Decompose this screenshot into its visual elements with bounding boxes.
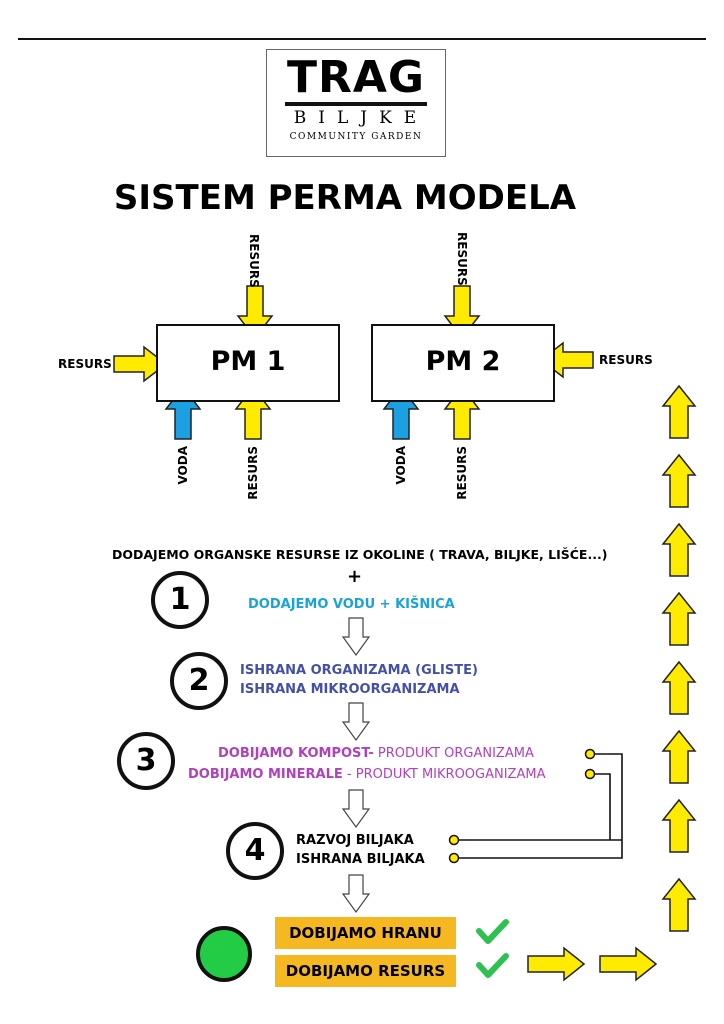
outcome-green-circle bbox=[196, 926, 252, 982]
page-title: SISTEM PERMA MODELA bbox=[113, 178, 577, 218]
pm1-box: PM 1 bbox=[156, 324, 340, 402]
step3-line1: DOBIJAMO KOMPOST- PRODUKT ORGANIZAMA bbox=[218, 743, 534, 765]
return-arrow-6 bbox=[661, 729, 697, 784]
step3-line2-bold: DOBIJAMO MINERALE bbox=[188, 767, 343, 782]
logo-title: TRAG bbox=[286, 52, 426, 103]
step1-line1: DODAJEMO ORGANSKE RESURSE IZ OKOLINE ( T… bbox=[112, 547, 608, 562]
flow-arrow-2 bbox=[341, 702, 371, 742]
step4-line1: RAZVOJ BILJAKA bbox=[296, 833, 414, 848]
flow-arrow-4 bbox=[341, 874, 371, 914]
step2-line2: ISHRANA MIKROORGANIZAMA bbox=[240, 682, 460, 697]
pm1-water-label: VODA bbox=[176, 446, 190, 485]
pm2-box: PM 2 bbox=[371, 324, 555, 402]
pm2-label: PM 2 bbox=[425, 346, 501, 377]
step4-line2: ISHRANA BILJAKA bbox=[296, 852, 425, 867]
pm2-side-label: RESURS bbox=[599, 353, 653, 367]
step2-number: 2 bbox=[170, 652, 228, 710]
return-arrow-4 bbox=[661, 591, 697, 646]
step4-number: 4 bbox=[226, 822, 284, 880]
pm1-label: PM 1 bbox=[210, 346, 286, 377]
bottom-right-arrow-2 bbox=[599, 946, 658, 982]
step3-line2-rest: - PRODUKT MIKROOGANIZAMA bbox=[342, 767, 546, 782]
outcome-resource-badge: DOBIJAMO RESURS bbox=[275, 955, 456, 987]
return-arrow-5 bbox=[661, 660, 697, 715]
return-arrow-8 bbox=[661, 877, 697, 932]
dot-development bbox=[448, 834, 460, 846]
step2-line1: ISHRANA ORGANIZAMA (GLISTE) bbox=[240, 663, 478, 678]
pm2-bottom-label: RESURS bbox=[455, 446, 469, 500]
step3-line1-bold: DOBIJAMO KOMPOST- bbox=[218, 746, 374, 761]
dot-minerals bbox=[584, 768, 596, 780]
step3-line2: DOBIJAMO MINERALE - PRODUKT MIKROOGANIZA… bbox=[188, 764, 545, 786]
connector-minerals bbox=[592, 773, 611, 840]
step3-number: 3 bbox=[117, 732, 175, 790]
connector-nutrition bbox=[456, 840, 623, 859]
pm2-top-label: RESURS bbox=[455, 232, 469, 286]
step3-line1-rest: PRODUKT ORGANIZAMA bbox=[373, 746, 534, 761]
logo-tagline: COMMUNITY GARDEN bbox=[289, 132, 423, 142]
return-arrow-1 bbox=[661, 384, 697, 439]
step1-number: 1 bbox=[151, 571, 209, 629]
dot-nutrition bbox=[448, 852, 460, 864]
pm1-bottom-label: RESURS bbox=[246, 446, 260, 500]
return-arrow-3 bbox=[661, 522, 697, 577]
flow-arrow-1 bbox=[341, 617, 371, 657]
check-food-icon bbox=[476, 919, 509, 944]
connector-compost bbox=[592, 753, 623, 840]
check-resource-icon bbox=[476, 953, 509, 978]
pm1-side-arrow bbox=[113, 345, 168, 383]
outcome-food-badge: DOBIJAMO HRANU bbox=[275, 917, 456, 949]
pm2-water-label: VODA bbox=[394, 446, 408, 485]
top-divider bbox=[18, 38, 706, 40]
logo: TRAG BILJKE COMMUNITY GARDEN bbox=[266, 49, 446, 157]
pm1-side-label: RESURS bbox=[58, 357, 112, 371]
return-arrow-7 bbox=[661, 798, 697, 853]
step1-line2: DODAJEMO VODU + KIŠNICA bbox=[248, 597, 455, 612]
pm1-top-label: RESURS bbox=[247, 234, 261, 288]
bottom-right-arrow-1 bbox=[527, 946, 586, 982]
flow-arrow-3 bbox=[341, 789, 371, 829]
dot-compost bbox=[584, 748, 596, 760]
step1-plus: + bbox=[347, 566, 363, 587]
logo-subtitle: BILJKE bbox=[293, 108, 429, 128]
return-arrow-2 bbox=[661, 453, 697, 508]
logo-bar bbox=[285, 102, 427, 106]
